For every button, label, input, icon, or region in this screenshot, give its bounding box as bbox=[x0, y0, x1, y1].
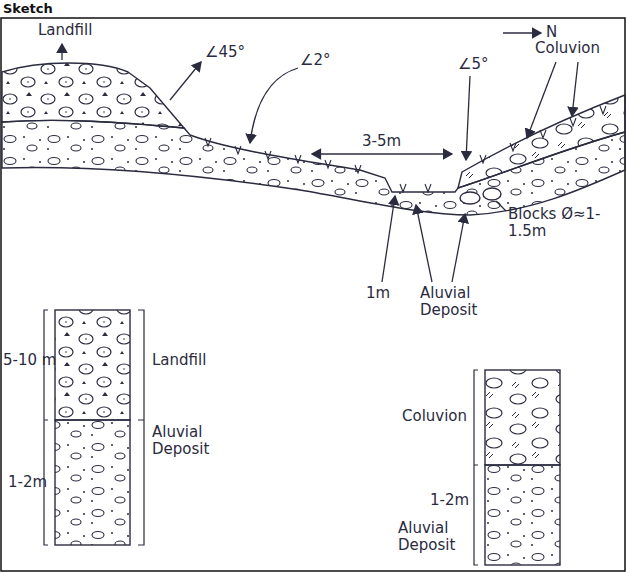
dimension: 3-5m bbox=[362, 133, 401, 150]
unit-label: Landfill bbox=[152, 352, 206, 369]
slope-angle: ∠5° bbox=[458, 56, 489, 73]
unit-label: Coluvion bbox=[402, 408, 467, 425]
unit-label: Aluvial Deposit bbox=[420, 285, 492, 320]
unit-label: Landfill bbox=[38, 22, 92, 39]
north-arrow-label: N bbox=[546, 24, 557, 41]
dimension: 1m bbox=[366, 285, 390, 302]
unit-label: Aluvial Deposit bbox=[152, 424, 224, 459]
unit-label: Coluvion bbox=[535, 40, 600, 57]
thickness: 1-2m bbox=[8, 474, 47, 491]
slope-angle: ∠2° bbox=[300, 52, 331, 69]
slope-angle: ∠45° bbox=[205, 44, 245, 61]
thickness: 1-2m bbox=[430, 492, 469, 509]
block-note: Blocks Ø≈1-1.5m bbox=[508, 206, 608, 241]
thickness: 5-10 m bbox=[3, 352, 56, 369]
unit-label: Aluvial Deposit bbox=[398, 520, 476, 555]
sketch-title: Sketch bbox=[3, 1, 53, 16]
